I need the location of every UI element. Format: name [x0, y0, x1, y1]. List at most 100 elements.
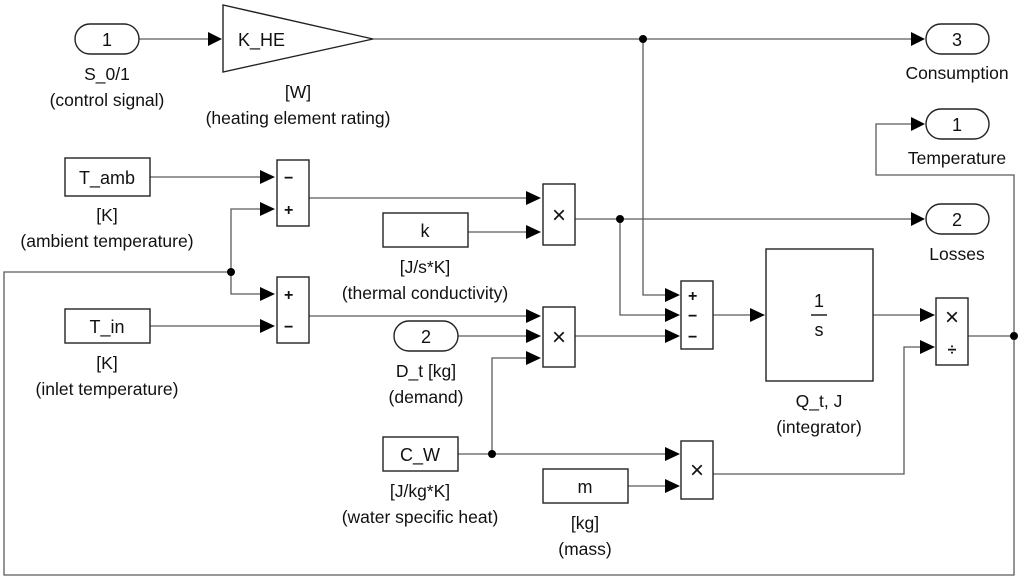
constant-unit: [kg] [571, 513, 599, 533]
constant-c-w[interactable]: C_W [J/kg*K] (water specific heat) [342, 436, 499, 527]
junction-dot [1010, 332, 1018, 340]
sum-ambient[interactable]: − + [276, 159, 310, 227]
product-demand[interactable]: × [542, 306, 576, 368]
constant-description: (mass) [558, 539, 611, 559]
constant-k[interactable]: k [J/s*K] (thermal conductivity) [342, 212, 508, 303]
arrow-icon [260, 287, 275, 301]
arrow-icon [665, 329, 680, 343]
constant-text: T_in [89, 317, 124, 338]
constant-t-in[interactable]: T_in [K] (inlet temperature) [36, 308, 179, 399]
constant-unit: [K] [96, 353, 117, 373]
arrow-icon [260, 170, 275, 184]
integrator-numerator: 1 [814, 291, 824, 311]
gain-unit: [W] [285, 82, 311, 102]
inport-label: S_0/1 [84, 64, 130, 85]
outport-number: 3 [952, 30, 962, 50]
outport-losses[interactable]: 2 Losses [925, 203, 990, 264]
arrow-icon [665, 308, 680, 322]
divide-icon: ÷ [948, 342, 957, 359]
multiply-icon: × [552, 202, 566, 229]
wires [3, 38, 1015, 576]
wire-consumption-branch-to-sum [642, 39, 678, 296]
inport-number: 2 [421, 327, 431, 347]
outport-number: 1 [952, 115, 962, 135]
inport-number: 1 [102, 30, 112, 50]
constant-description: (water specific heat) [342, 507, 499, 527]
outport-temperature[interactable]: 1 Temperature [908, 108, 1006, 168]
gain-description: (heating element rating) [206, 108, 391, 128]
arrow-icon [750, 308, 765, 322]
sum-inlet[interactable]: + − [276, 276, 310, 344]
arrow-icon [260, 319, 275, 333]
arrow-icon [920, 340, 935, 354]
integrator-description: (integrator) [776, 417, 862, 437]
wire-feedback-loop [3, 271, 1015, 576]
arrow-icon [911, 32, 925, 46]
junction-dot [227, 268, 235, 276]
sign-minus: − [688, 308, 697, 325]
wire-feedback-to-sum-ambient [230, 208, 261, 272]
outport-label: Temperature [908, 148, 1006, 168]
arrow-icon [911, 117, 925, 131]
wire-feedback-to-sum-inlet [230, 272, 261, 295]
sign-plus: + [284, 202, 293, 219]
multiply-icon: × [690, 457, 704, 484]
gain-text: K_HE [238, 30, 285, 51]
gain-block[interactable]: K_HE [W] (heating element rating) [206, 4, 391, 128]
arrow-icon [526, 191, 541, 205]
sign-minus: − [284, 319, 293, 336]
constant-text: C_W [400, 445, 440, 466]
arrow-icon [526, 309, 541, 323]
arrow-icon [208, 32, 222, 46]
arrow-icon [665, 447, 680, 461]
integrator-denominator: s [815, 320, 824, 340]
constant-t-amb[interactable]: T_amb [K] (ambient temperature) [20, 157, 194, 251]
constant-text: m [578, 477, 593, 497]
inport-description: (demand) [389, 387, 464, 407]
integrator-block[interactable]: 1 s Q_t, J (integrator) [765, 248, 874, 437]
product-capacity[interactable]: × [680, 440, 714, 500]
wire-capacity-to-divide [713, 346, 920, 475]
divide-block[interactable]: × ÷ [935, 297, 969, 366]
constant-unit: [K] [96, 205, 117, 225]
junctions [227, 35, 1018, 458]
inport-description: (control signal) [50, 90, 165, 110]
multiply-icon: × [945, 304, 959, 331]
constant-text: T_amb [79, 168, 135, 189]
inport-label: D_t [kg] [396, 361, 456, 382]
arrowheads [208, 32, 935, 493]
outport-label: Consumption [905, 63, 1008, 83]
arrow-icon [526, 329, 541, 343]
wire-losses-branch-to-sum [619, 219, 678, 316]
constant-m[interactable]: m [kg] (mass) [542, 468, 629, 559]
integrator-label: Q_t, J [796, 391, 843, 412]
arrow-icon [920, 308, 935, 322]
sign-minus: − [688, 329, 697, 346]
constant-unit: [J/kg*K] [390, 481, 450, 501]
constant-text: k [421, 221, 431, 241]
outport-number: 2 [952, 210, 962, 230]
outport-consumption[interactable]: 3 Consumption [905, 23, 1009, 83]
inport-demand[interactable]: 2 D_t [kg] (demand) [389, 320, 464, 407]
constant-description: (thermal conductivity) [342, 283, 508, 303]
constant-description: (ambient temperature) [20, 231, 193, 251]
wire-cw-to-prod-demand [491, 357, 526, 454]
sum-heat[interactable]: + − − [680, 280, 714, 350]
product-losses[interactable]: × [542, 183, 576, 246]
arrow-icon [526, 225, 541, 239]
sign-plus: + [284, 287, 293, 304]
arrow-icon [526, 351, 541, 365]
inport-control[interactable]: 1 S_0/1 (control signal) [50, 23, 165, 110]
arrow-icon [665, 479, 680, 493]
sign-plus: + [688, 288, 697, 305]
arrow-icon [665, 288, 680, 302]
constant-unit: [J/s*K] [400, 257, 451, 277]
junction-dot [639, 35, 647, 43]
wire-to-temperature [875, 123, 1015, 336]
junction-dot [616, 215, 624, 223]
sign-minus: − [284, 170, 293, 187]
constant-description: (inlet temperature) [36, 379, 179, 399]
multiply-icon: × [552, 324, 566, 351]
arrow-icon [260, 202, 275, 216]
